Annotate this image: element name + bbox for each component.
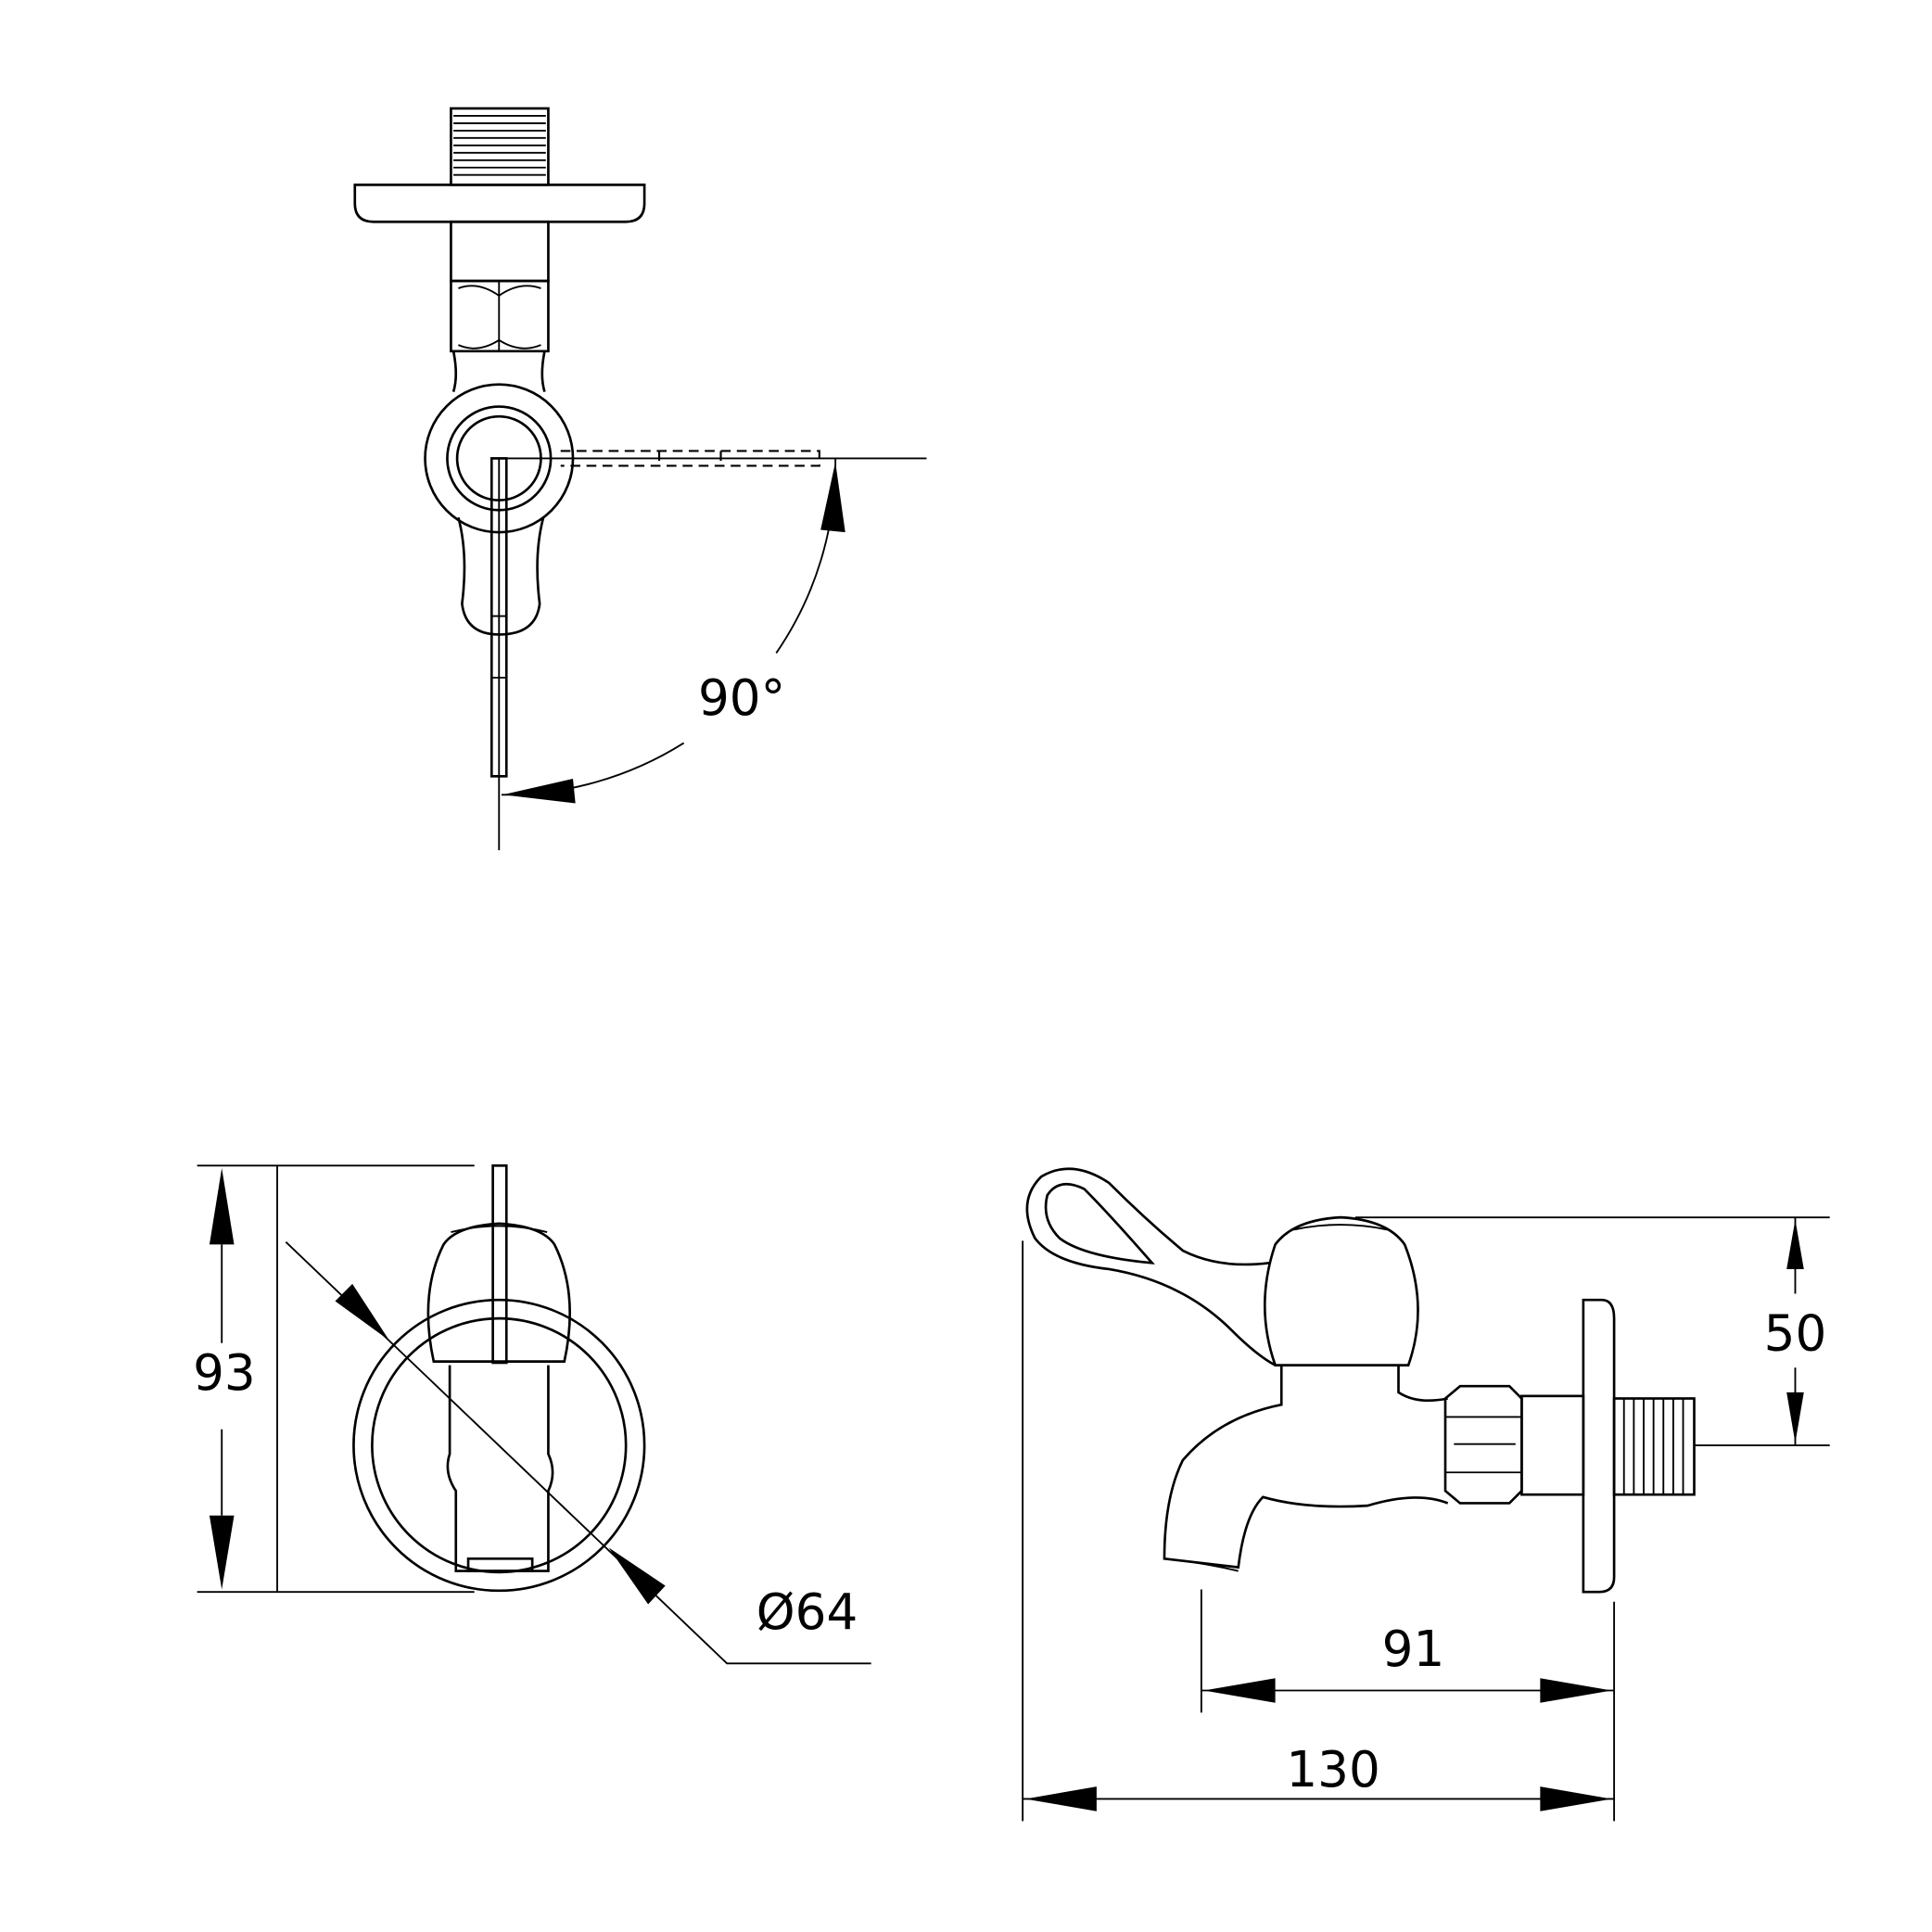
arrow-head xyxy=(502,778,576,804)
arrow-heads xyxy=(1786,1219,1804,1443)
flange-outer xyxy=(352,1298,646,1593)
handle-loop-outer xyxy=(1025,1167,1277,1366)
spout-outlet xyxy=(466,1557,534,1572)
handle xyxy=(491,1163,508,1365)
hex-nut xyxy=(1443,1384,1523,1505)
dimension-130-lines xyxy=(1022,1240,1615,1822)
flange xyxy=(353,184,646,223)
height-label: 93 xyxy=(193,1344,256,1402)
angle-label: 90° xyxy=(698,669,785,727)
spout xyxy=(446,1365,554,1572)
wall-flange xyxy=(1582,1298,1616,1594)
spout-outlet xyxy=(1163,1557,1239,1572)
front-view: 93 Ø64 xyxy=(193,1163,871,1665)
knob xyxy=(426,1222,571,1363)
diameter-label: Ø64 xyxy=(756,1583,858,1641)
top-view: 90° xyxy=(353,107,927,851)
outlet-height-label: 50 xyxy=(1764,1305,1827,1363)
dimension-extension-lines xyxy=(197,1164,475,1594)
angle-arc-lower xyxy=(501,742,685,796)
side-view: 50 91 130 xyxy=(1022,1167,1830,1822)
body-neck xyxy=(450,220,550,283)
knob-cap xyxy=(451,1225,548,1233)
thread xyxy=(450,107,550,186)
diameter-leader xyxy=(285,1241,871,1665)
spout-body xyxy=(457,516,545,636)
overall-length-label: 130 xyxy=(1286,1741,1379,1799)
body xyxy=(451,350,546,393)
knob xyxy=(1263,1215,1419,1366)
arrow-heads xyxy=(335,1283,666,1605)
thread xyxy=(1612,1397,1696,1496)
hex-nut xyxy=(450,279,550,353)
spout-length-label: 91 xyxy=(1382,1621,1445,1678)
arrow-head xyxy=(820,462,845,533)
angle-arc-upper xyxy=(775,458,837,654)
spout-body xyxy=(1163,1365,1449,1570)
dimension-50-lines xyxy=(1354,1216,1830,1446)
arrow-heads xyxy=(1024,1786,1612,1811)
body-neck xyxy=(1520,1394,1585,1496)
knob-cap xyxy=(1293,1224,1388,1231)
handle-loop-inner xyxy=(1044,1182,1155,1265)
